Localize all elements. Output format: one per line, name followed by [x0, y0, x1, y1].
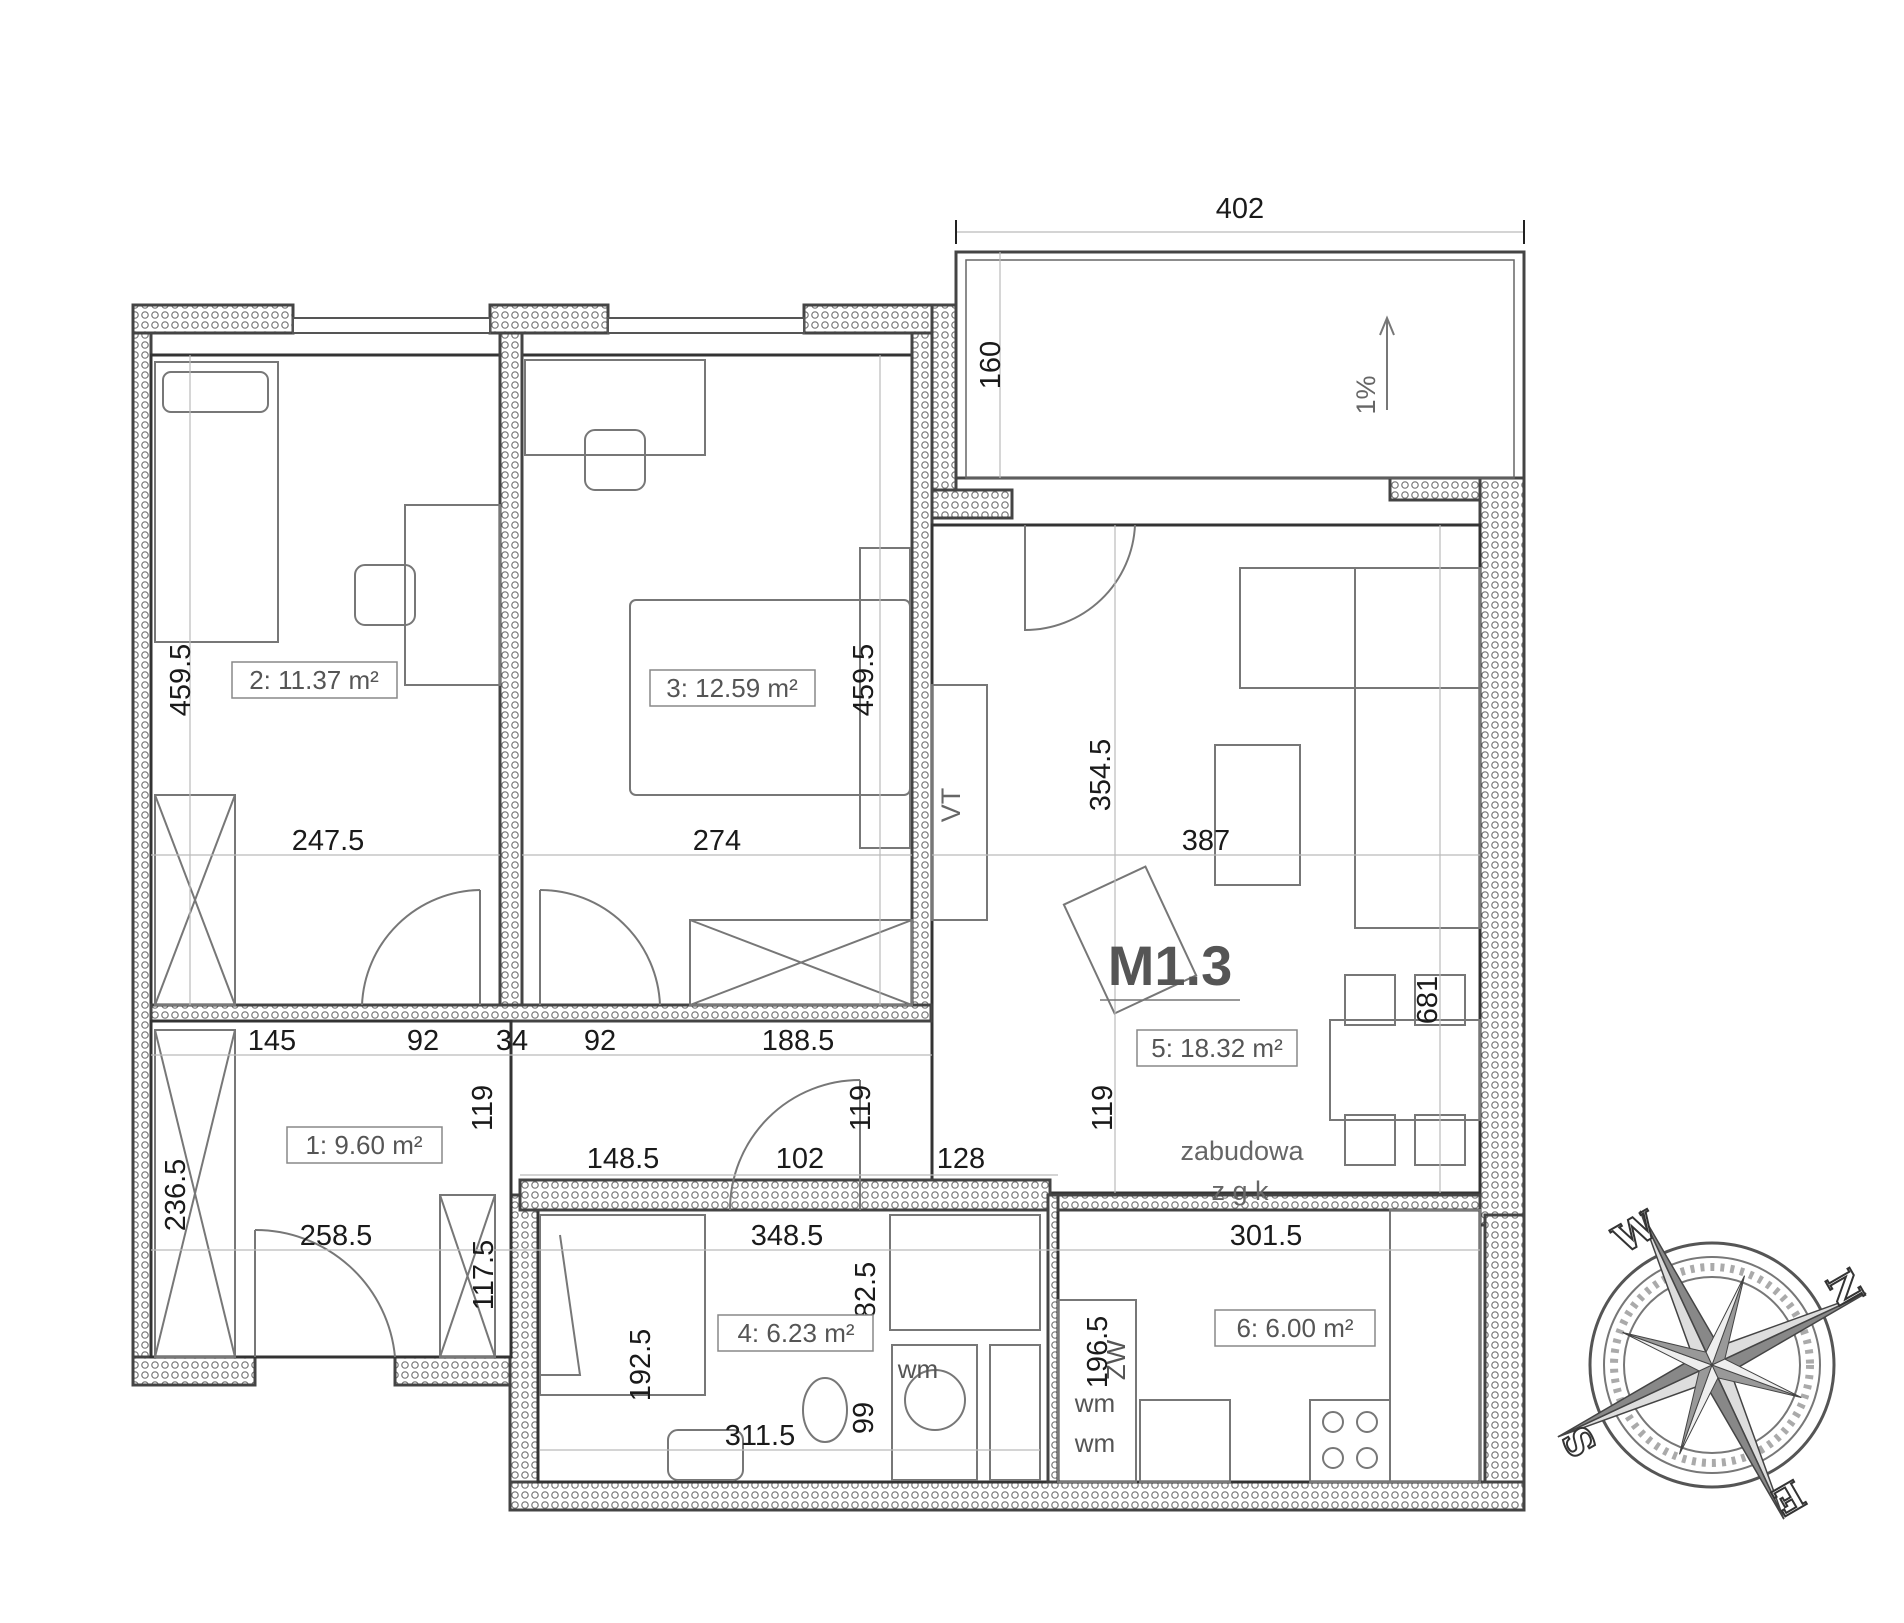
dim-r4-width: 348.5 [751, 1220, 824, 1252]
wm-label-3: wm [1074, 1428, 1115, 1458]
room-5-outline [930, 523, 1482, 1195]
dim-r4-height: 192.5 [625, 1329, 657, 1402]
dim-hall-h1: 119 [467, 1085, 499, 1131]
vt-label: VT [936, 788, 966, 823]
dim-hall-h3: 119 [1087, 1085, 1119, 1131]
zgk-label: z g k [1211, 1176, 1269, 1206]
area-labels: 2: 11.37 m² 3: 12.59 m² 5: 18.32 m² 1: 9… [231, 661, 1376, 1352]
dim-hall-d: 92 [584, 1025, 616, 1057]
room-3-label: 3: 12.59 m² [666, 673, 798, 703]
dim-r3-height: 459.5 [848, 644, 880, 717]
room-6-label: 6: 6.00 m² [1236, 1313, 1353, 1343]
room-2-label: 2: 11.37 m² [249, 665, 379, 695]
balcony-depth: 160 [975, 341, 1007, 389]
balcony-width: 402 [1216, 193, 1264, 225]
dim-r6-height: 196.5 [1082, 1316, 1114, 1389]
zabudowa-label: zabudowa [1180, 1136, 1304, 1166]
balcony-slope: 1% [1351, 375, 1381, 414]
dim-hall-g: 102 [776, 1143, 824, 1175]
dim-r4-bottom: 311.5 [725, 1420, 795, 1452]
dim-hall-f: 148.5 [587, 1143, 660, 1175]
dim-r4-h2: 99 [848, 1402, 880, 1434]
dim-hall-h: 128 [937, 1143, 985, 1175]
compass-n: N [1817, 1262, 1873, 1315]
dim-r2-height: 459.5 [165, 644, 197, 717]
dim-r6-width: 301.5 [1230, 1220, 1303, 1252]
dim-r4-h1: 82.5 [850, 1262, 882, 1318]
compass-e: E [1765, 1471, 1813, 1524]
room-4-label: 4: 6.23 m² [737, 1318, 854, 1348]
dim-hall-a: 145 [248, 1025, 296, 1057]
room-1-outline [149, 1019, 513, 1359]
room-1-label: 1: 9.60 m² [305, 1130, 422, 1160]
dim-r5-total: 681 [1412, 976, 1444, 1024]
room-5-label: 5: 18.32 m² [1151, 1033, 1283, 1063]
balcony: 402 160 1% [954, 193, 1526, 480]
dim-hall-b: 92 [407, 1025, 439, 1057]
wm-label-2: wm [1074, 1388, 1115, 1418]
dim-hall-c: 34 [496, 1025, 528, 1057]
dimension-labels: 459.5 247.5 459.5 274 354.5 387 681 145 … [160, 644, 1444, 1452]
dimension-lines [151, 355, 1480, 1451]
dim-r1-width: 258.5 [300, 1220, 373, 1252]
furniture [154, 359, 1481, 1483]
misc-labels: VT zabudowa z g k wm wm wm ZW [897, 788, 1305, 1458]
dim-r1-height: 236.5 [160, 1159, 192, 1232]
wm-label-1: wm [897, 1354, 938, 1384]
unit-label: M1.3 [1108, 934, 1233, 997]
zw-label: ZW [1101, 1339, 1131, 1380]
dim-r1-closet: 117.5 [468, 1240, 500, 1310]
dim-hall-e: 188.5 [762, 1025, 835, 1057]
dim-hall-h2: 119 [845, 1085, 877, 1131]
dim-r3-width: 274 [693, 825, 741, 857]
compass-rose: N E S W [1552, 1200, 1874, 1525]
dim-r5-height: 354.5 [1085, 739, 1117, 812]
dim-r2-width: 247.5 [292, 825, 365, 857]
dim-r5-width: 387 [1182, 825, 1230, 857]
